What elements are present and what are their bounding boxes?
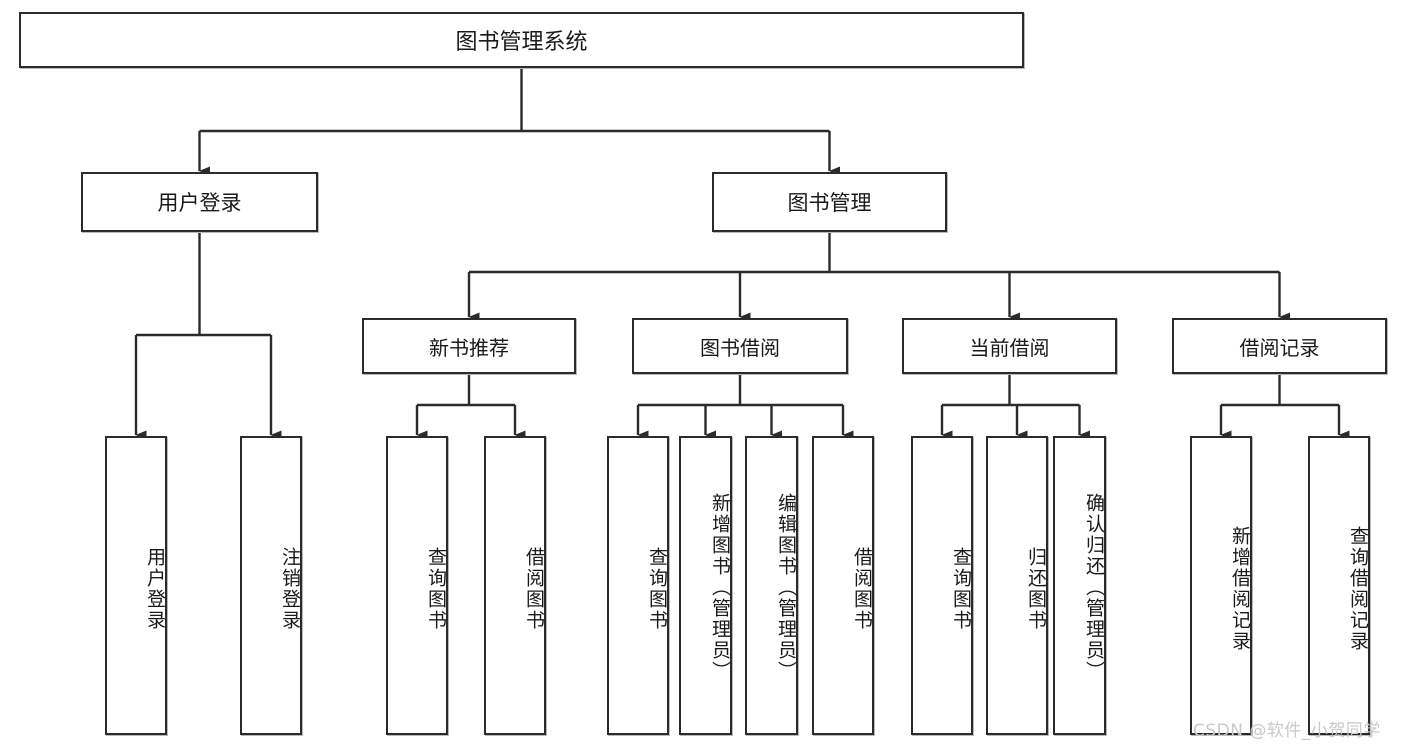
node-borrow-record[interactable]: 借阅记录 — [1172, 318, 1387, 374]
node-label: 用户登录 — [144, 546, 166, 631]
node-root-system[interactable]: 图书管理系统 — [19, 12, 1024, 68]
node-new-book-recommend[interactable]: 新书推荐 — [362, 318, 576, 374]
node-label: 查询图书 — [646, 546, 668, 631]
node-leaf-logout[interactable]: 注销登录 — [240, 436, 302, 735]
node-label: 查询图书 — [425, 546, 447, 631]
node-label: 用户登录 — [157, 191, 242, 215]
node-label: 新增借阅记录 — [1229, 525, 1251, 652]
node-leaf-query-book-2[interactable]: 查询图书 — [607, 436, 669, 735]
node-label: 新增图书（管理员） — [709, 493, 731, 682]
connector-lines — [134, 68, 1350, 440]
node-label: 借阅图书 — [851, 546, 873, 631]
node-label: 归还图书 — [1025, 546, 1047, 631]
node-leaf-query-book-3[interactable]: 查询图书 — [911, 436, 973, 735]
node-leaf-return-book[interactable]: 归还图书 — [986, 436, 1048, 735]
node-current-borrow[interactable]: 当前借阅 — [902, 318, 1117, 374]
watermark-label: CSDN @软件_小贺同学 — [1193, 721, 1381, 741]
node-label: 图书管理 — [787, 191, 872, 215]
node-book-borrow[interactable]: 图书借阅 — [632, 318, 848, 374]
node-label: 查询图书 — [950, 546, 972, 631]
node-label: 借阅记录 — [1239, 335, 1320, 360]
node-label: 当前借阅 — [969, 335, 1050, 360]
node-leaf-user-login[interactable]: 用户登录 — [105, 436, 167, 735]
node-label: 确认归还（管理员） — [1083, 493, 1105, 682]
node-label: 编辑图书（管理员） — [775, 493, 797, 682]
node-leaf-borrow-book-1[interactable]: 借阅图书 — [484, 436, 546, 735]
node-leaf-add-book[interactable]: 新增图书（管理员） — [679, 436, 732, 735]
node-label: 借阅图书 — [523, 546, 545, 631]
node-leaf-edit-book[interactable]: 编辑图书（管理员） — [745, 436, 798, 735]
node-label: 注销登录 — [279, 546, 301, 631]
node-book-manage[interactable]: 图书管理 — [712, 172, 947, 232]
node-label: 图书借阅 — [700, 335, 780, 360]
node-leaf-borrow-book-2[interactable]: 借阅图书 — [812, 436, 874, 735]
node-label: 图书管理系统 — [455, 30, 588, 55]
node-label: 新书推荐 — [429, 335, 509, 360]
node-leaf-query-record[interactable]: 查询借阅记录 — [1308, 436, 1370, 735]
node-leaf-query-book-1[interactable]: 查询图书 — [386, 436, 448, 735]
node-user-login[interactable]: 用户登录 — [81, 172, 318, 232]
node-leaf-confirm-return[interactable]: 确认归还（管理员） — [1053, 436, 1106, 735]
node-label: 查询借阅记录 — [1347, 525, 1369, 652]
node-leaf-add-record[interactable]: 新增借阅记录 — [1190, 436, 1252, 735]
